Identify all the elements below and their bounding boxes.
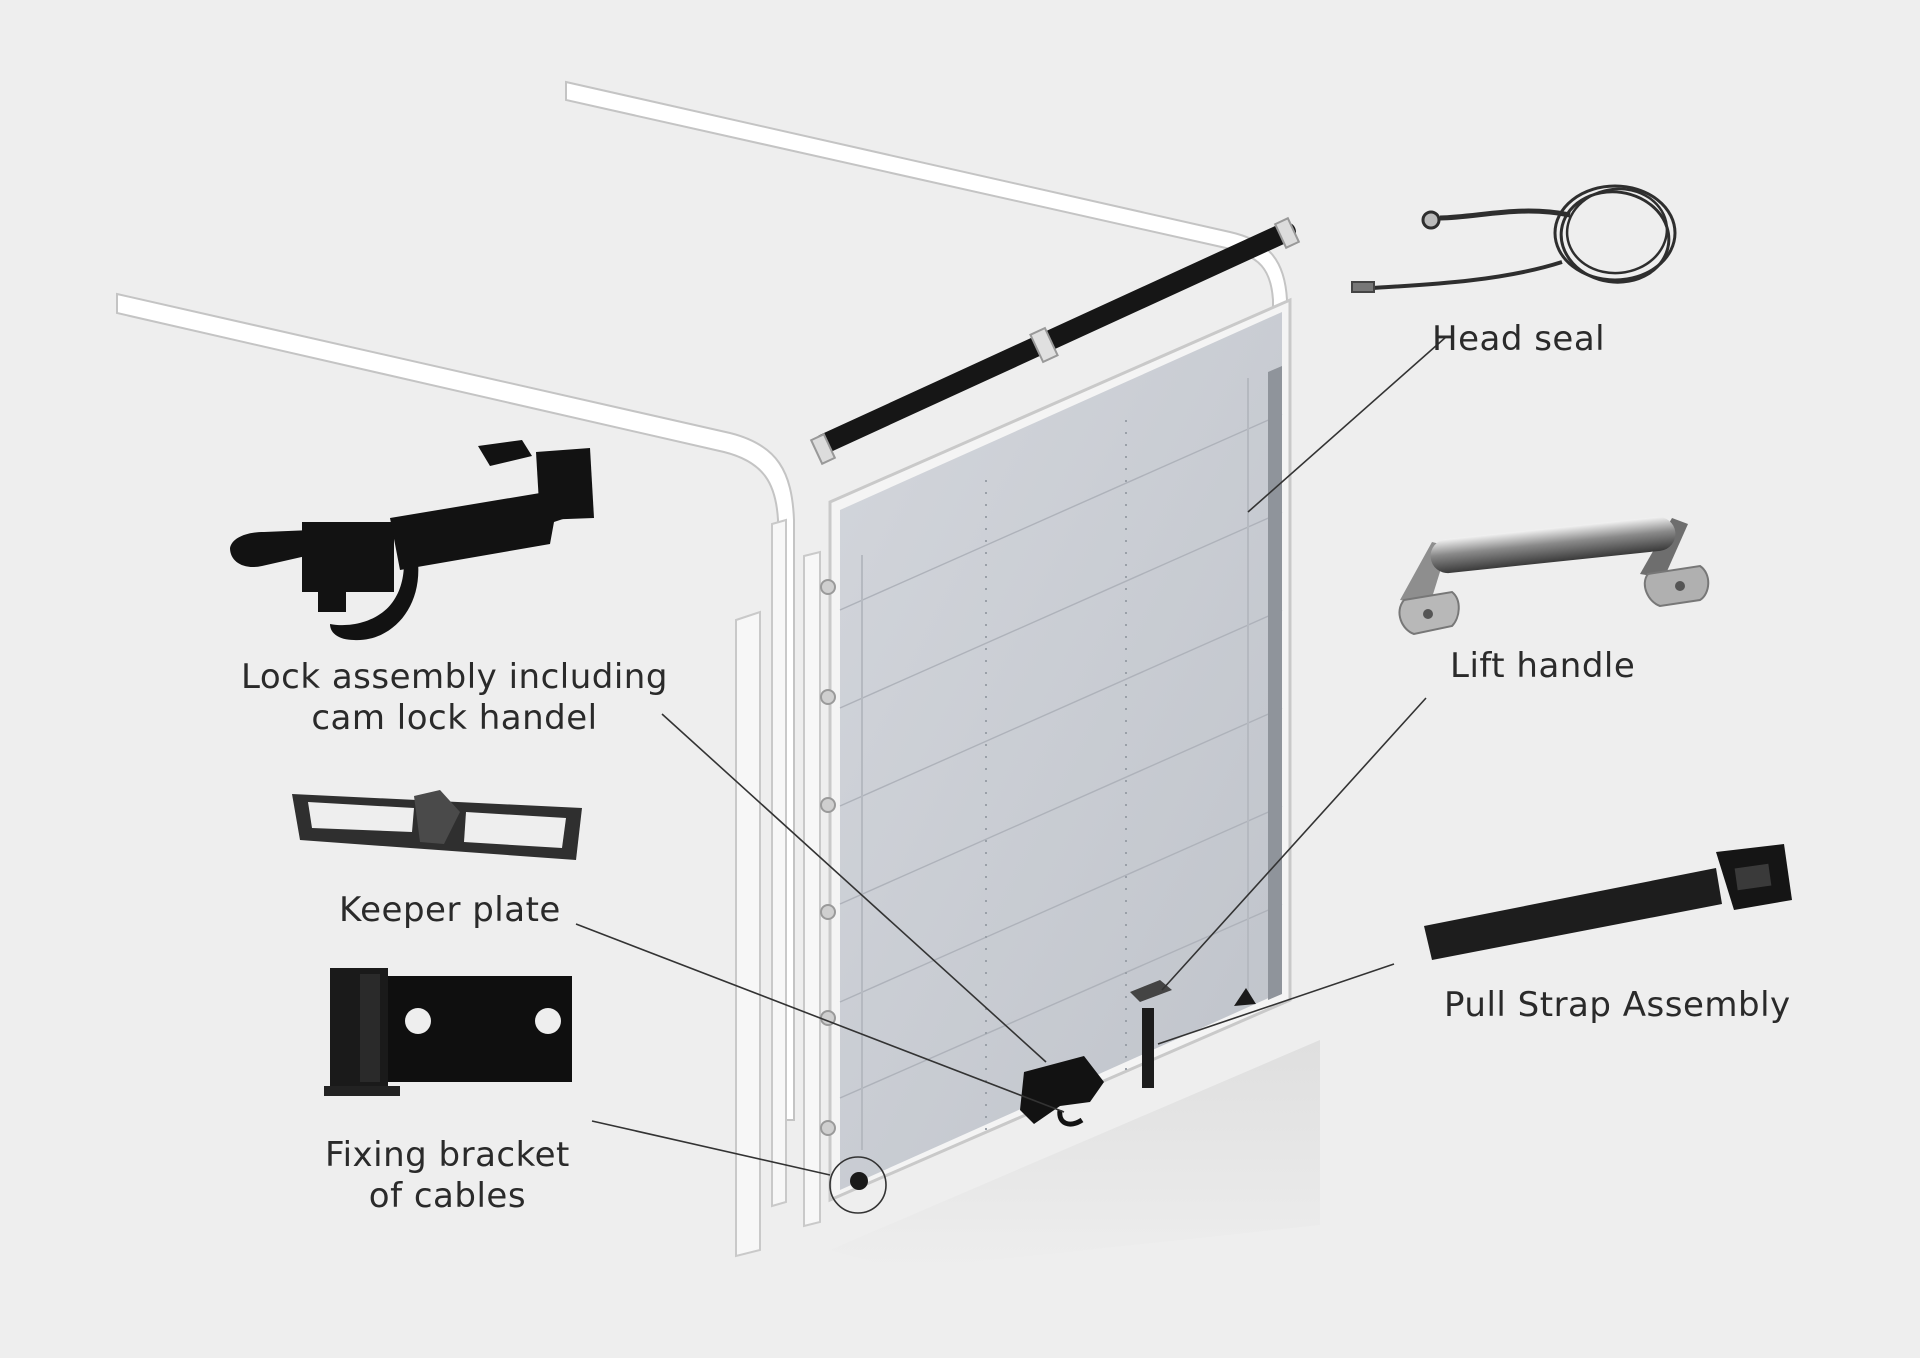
pull-strap-text: Pull Strap Assembly <box>1444 985 1791 1025</box>
lock-assembly-icon <box>230 440 594 641</box>
lock-assembly-text-line-1: Lock assembly including <box>241 657 668 697</box>
label-lock-assembly: Lock assembly including cam lock handel <box>241 657 668 739</box>
lift-handle-icon <box>1398 516 1710 636</box>
lift-handle-text: Lift handle <box>1450 646 1636 686</box>
keeper-plate-text: Keeper plate <box>339 890 561 930</box>
keeper-plate-icon <box>292 790 582 860</box>
torsion-spring-shaft <box>809 216 1301 466</box>
head-seal-text: Head seal <box>1432 319 1606 359</box>
hinge-rollers <box>820 579 836 1136</box>
door-mounted-hardware <box>850 980 1256 1190</box>
pull-strap-icon <box>1424 844 1792 960</box>
vertical-frame-posts <box>735 518 821 1258</box>
lock-assembly-text-line-2: cam lock handel <box>311 698 598 738</box>
label-head-seal: Head seal <box>1432 319 1605 360</box>
floor-shadow <box>830 1040 1320 1270</box>
fixing-bracket-text-line-2: of cables <box>368 1176 527 1216</box>
fixing-bracket-text-line-1: Fixing bracket <box>325 1135 570 1175</box>
label-lift-handle: Lift handle <box>1450 646 1635 687</box>
label-pull-strap-assembly: Pull Strap Assembly <box>1444 985 1791 1026</box>
cable-icon <box>1351 184 1677 293</box>
label-keeper-plate: Keeper plate <box>339 890 561 931</box>
leader-lines <box>575 336 1447 1176</box>
label-fixing-bracket: Fixing bracket of cables <box>325 1135 570 1217</box>
fixing-bracket-highlight-circle <box>829 1156 887 1214</box>
fixing-bracket-icon <box>324 968 572 1096</box>
